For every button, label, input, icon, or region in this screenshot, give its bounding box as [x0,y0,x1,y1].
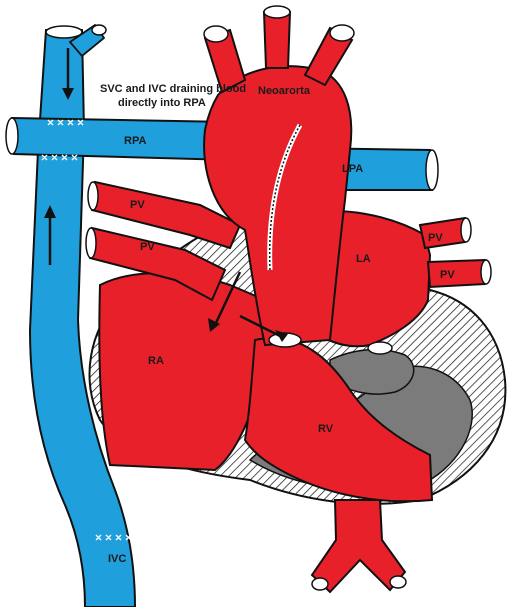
lpa-opening [425,149,439,191]
branch-left-opening [203,25,229,43]
descending-aorta [310,499,407,594]
svc-branch-opening [91,24,107,36]
arrow-ivc-up [44,205,56,265]
pv-left-lower-opening [85,227,97,259]
label-ivc: IVC [108,553,126,565]
branch-right-opening [329,24,355,42]
aorta-right-opening [389,575,407,589]
neoaorta-branch-middle [262,11,292,69]
arrow-into-ra [208,271,242,332]
septal-muscle [329,348,415,395]
aorta-left-opening [311,577,329,591]
label-ra: RA [148,355,164,367]
label-rpa: RPA [124,135,146,147]
label-pv-right-lower: PV [440,269,455,281]
pv-right-upper-opening [460,217,472,243]
label-rv: RV [318,423,334,435]
suture-marks-ivc [95,534,132,541]
label-pv-left-lower: PV [140,241,155,253]
annotation-line2: directly into RPA [118,97,206,109]
svc-opening [45,25,83,39]
arrow-svc-down [62,48,74,100]
valve-opening [268,332,302,348]
arrow-into-rv [239,314,288,342]
label-pv-left-upper: PV [130,199,145,211]
rpa-opening [5,117,19,155]
right-pulmonary-artery [10,116,234,162]
pv-left-upper-opening [87,181,99,211]
label-lpa: LPA [342,163,363,175]
suture-marks-upper [47,119,84,126]
label-la: LA [356,253,371,265]
right-ventricle [243,337,434,503]
tricuspid-opening [367,341,393,355]
neoaorta-suture [268,124,301,271]
pv-right-lower-opening [480,259,492,285]
label-pv-right-upper: PV [428,232,443,244]
suture-marks-lower [41,154,78,161]
annotation-line1: SVC and IVC draining blood [100,83,246,95]
svc-ivc-vessel [28,29,137,607]
branch-middle-opening [263,5,291,19]
label-neoaorta: Neoarorta [258,85,311,97]
